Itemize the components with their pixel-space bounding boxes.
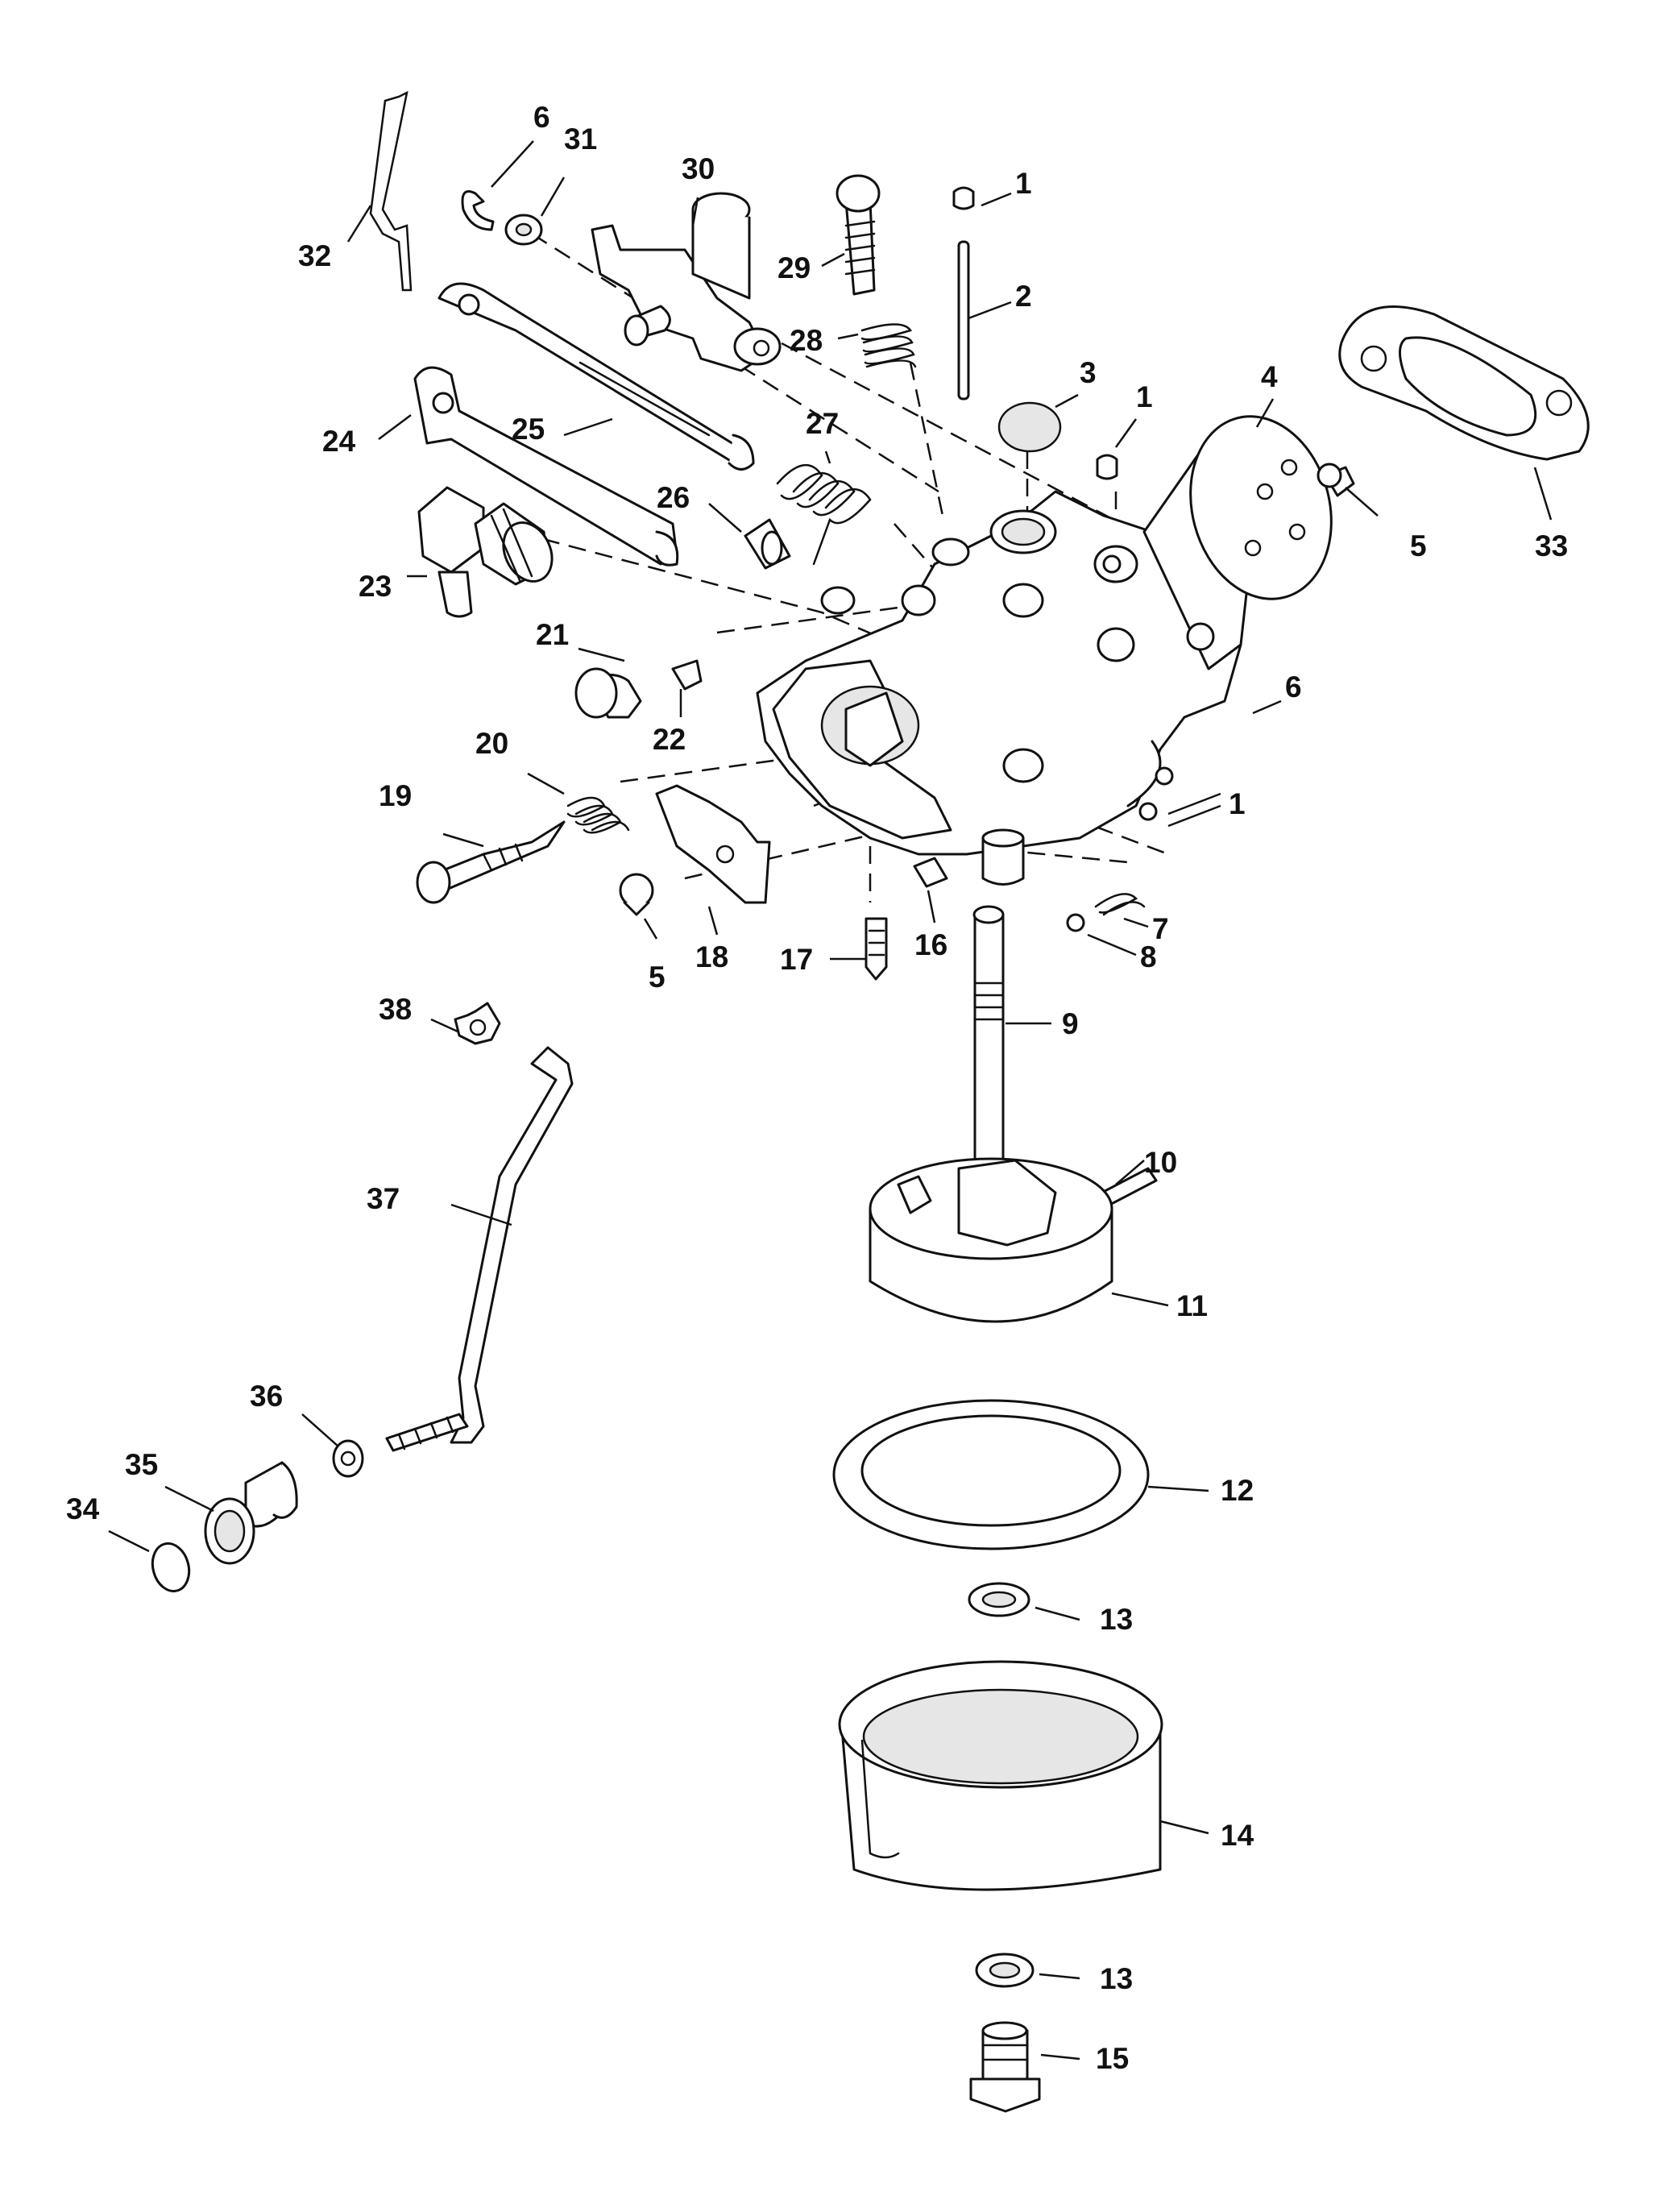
callout-10: 10 (1144, 1146, 1177, 1179)
callout-12: 12 (1221, 1474, 1254, 1507)
callout-34: 34 (66, 1492, 100, 1525)
callout-4: 4 (1261, 360, 1278, 393)
callout-13: 13 (1100, 1962, 1133, 1995)
callout-8: 8 (1140, 940, 1157, 973)
callout-19: 19 (379, 779, 412, 812)
callout-7: 7 (1152, 912, 1169, 945)
parts-lower-left (151, 1002, 574, 1593)
callout-25: 25 (512, 413, 545, 446)
callout-21: 21 (536, 618, 569, 651)
callout-labels: 1 2 3 1 4 33 5 6 1 32 6 31 30 29 28 27 2… (66, 101, 1568, 2075)
callout-28: 28 (790, 324, 823, 357)
callout-35: 35 (125, 1448, 158, 1481)
parts-top-left (369, 90, 917, 618)
callout-26: 26 (657, 481, 690, 514)
callout-15: 15 (1096, 2042, 1129, 2075)
callout-24: 24 (322, 425, 356, 458)
callout-32: 32 (298, 239, 331, 272)
callout-5: 5 (649, 961, 665, 994)
callout-30: 30 (682, 152, 715, 185)
parts-float-assembly (832, 905, 1163, 2113)
callout-14: 14 (1221, 1819, 1254, 1852)
callout-1: 1 (1015, 167, 1032, 200)
carburetor-body (756, 450, 1258, 886)
callout-16: 16 (914, 928, 947, 961)
callout-17: 17 (780, 943, 813, 976)
callout-5: 5 (1410, 529, 1427, 562)
callout-2: 2 (1015, 280, 1032, 313)
callout-6: 6 (1285, 670, 1302, 703)
callout-23: 23 (359, 570, 392, 603)
callout-33: 33 (1535, 529, 1568, 562)
leader-lines (108, 140, 1553, 2061)
callout-6: 6 (533, 101, 550, 134)
parts-top-right (952, 186, 1590, 600)
callout-9: 9 (1062, 1007, 1079, 1040)
callout-22: 22 (653, 723, 686, 756)
callout-11: 11 (1176, 1289, 1208, 1322)
callout-20: 20 (475, 727, 508, 760)
callout-38: 38 (379, 993, 412, 1026)
callout-27: 27 (806, 407, 839, 440)
callout-37: 37 (367, 1182, 400, 1215)
callout-13: 13 (1100, 1603, 1133, 1636)
parts-middle-left (416, 659, 1146, 981)
callout-31: 31 (564, 122, 597, 156)
callout-1: 1 (1136, 380, 1153, 413)
callout-36: 36 (250, 1380, 283, 1413)
callout-3: 3 (1080, 356, 1097, 389)
callout-29: 29 (777, 251, 811, 284)
callout-18: 18 (695, 940, 728, 973)
callout-1: 1 (1229, 787, 1246, 820)
